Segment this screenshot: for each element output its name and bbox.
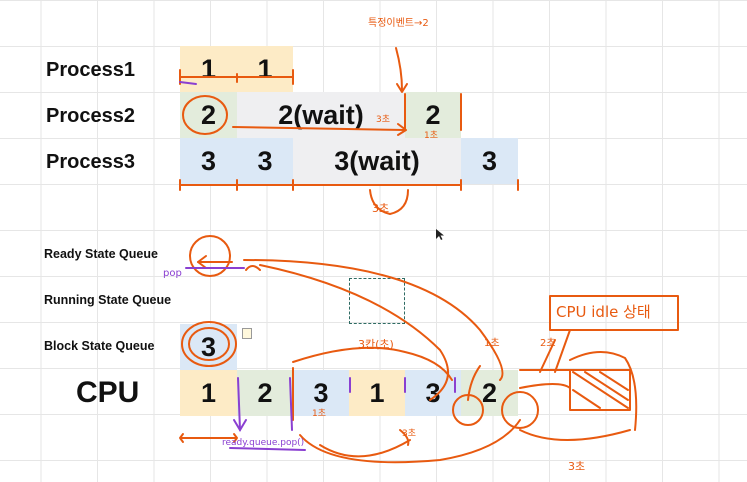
process3-label: Process3: [46, 151, 135, 173]
cpu-idle-annotation: CPU idle 상태: [556, 303, 651, 321]
pop-annotation: pop: [163, 268, 182, 279]
process2-wait-cell: 2(wait): [237, 92, 405, 138]
cpu-label: CPU: [76, 376, 140, 409]
duration-annotation: 1초: [424, 131, 439, 141]
cpu-cell: 2: [237, 370, 293, 416]
process2-label: Process2: [46, 105, 135, 127]
running-queue-label: Running State Queue: [44, 293, 172, 307]
cpu-cell: 1: [349, 370, 405, 416]
cursor-icon: [436, 229, 444, 240]
process1-label: Process1: [46, 59, 135, 81]
process3-cell: 3: [461, 138, 518, 184]
block-queue-label: Block State Queue: [44, 339, 155, 353]
slots-annotation: 3칸(초): [358, 338, 394, 351]
cpu-cell: 3: [293, 370, 349, 416]
ready-queue-pop-annotation: ready.queue.pop(): [222, 438, 305, 448]
process3-cell: 3: [237, 138, 293, 184]
duration-annotation: 3초: [402, 429, 417, 439]
duration-annotation: 1초: [484, 338, 500, 349]
process3-cell: 3: [180, 138, 237, 184]
process3-wait-cell: 3(wait): [293, 138, 461, 184]
duration-annotation: 3초: [372, 202, 390, 215]
clipboard-icon: [242, 328, 252, 339]
duration-annotation: 2초: [540, 338, 556, 349]
cpu-cell: 1: [180, 370, 237, 416]
duration-annotation: 1초: [312, 409, 327, 419]
cpu-cell: 2: [461, 370, 518, 416]
ready-queue-label: Ready State Queue: [44, 247, 158, 261]
duration-annotation: 3초: [568, 460, 586, 473]
event-annotation: 특정이벤트→2: [368, 18, 429, 29]
process2-cell: 2: [405, 92, 461, 138]
duration-annotation: 3초: [376, 115, 391, 125]
running-queue-slot: [349, 278, 405, 324]
